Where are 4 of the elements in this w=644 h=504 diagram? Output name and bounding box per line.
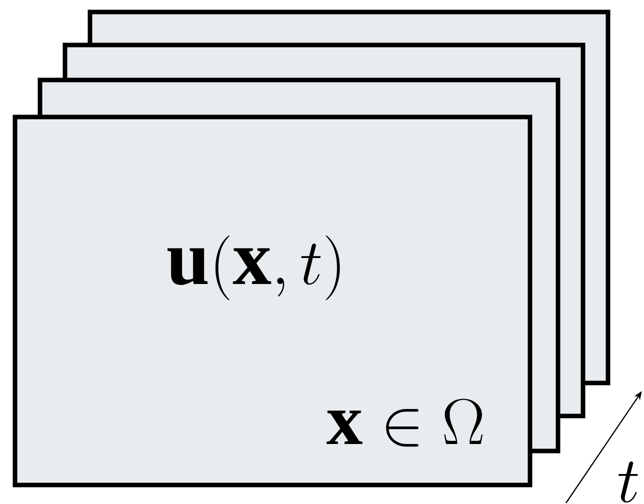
frame-box bbox=[12, 114, 532, 488]
formula: $\mathbf{u}(\mathbf{x},t)$ bbox=[167, 236, 340, 300]
axis-label: $t$ bbox=[618, 461, 638, 503]
formula: $\mathbf{x}\in\Omega$ bbox=[326, 398, 483, 447]
